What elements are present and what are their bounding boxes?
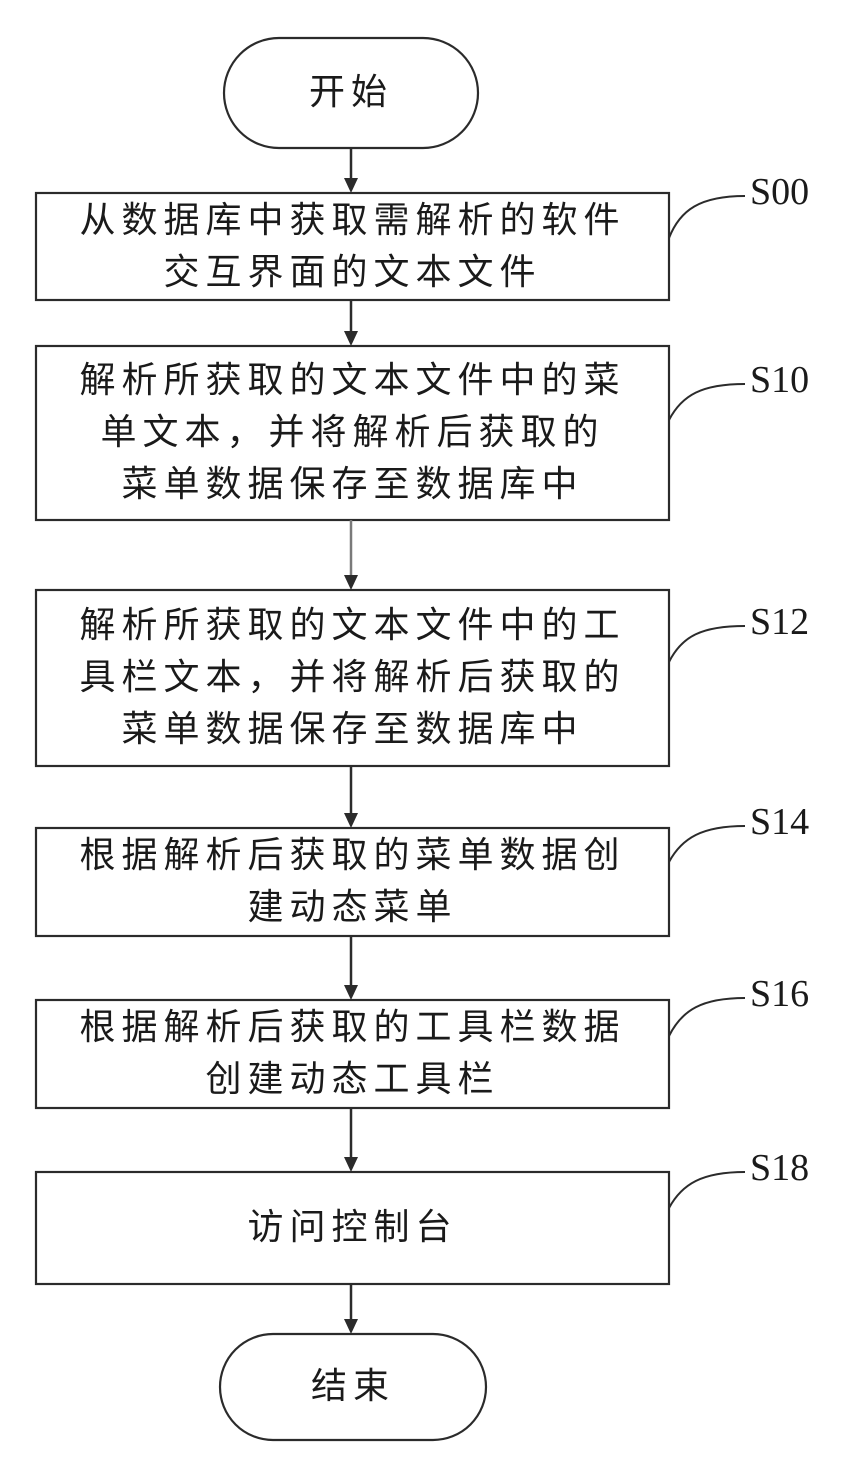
step-s16-box — [34, 998, 671, 1110]
step-s16: 根据解析后获取的工具栏数据 创建动态工具栏 — [36, 1000, 669, 1108]
step-s12-line-2: 具栏文本，并将解析后获取的 — [79, 657, 626, 698]
end-node: 结束 — [220, 1334, 486, 1440]
step-s10-line-3: 菜单数据保存至数据库中 — [121, 464, 584, 505]
step-label-s12: S12 — [750, 601, 810, 643]
step-s18-box — [34, 1170, 671, 1286]
arrow-s14-s16 — [344, 985, 358, 1000]
start-label: 开始 — [308, 72, 393, 113]
step-s14: 根据解析后获取的菜单数据创 建动态菜单 — [36, 828, 669, 936]
arrow-s18-end — [344, 1319, 358, 1334]
step-label-s16: S16 — [750, 973, 810, 1015]
arrow-s10-s12 — [344, 575, 358, 590]
step-s12-line-3: 菜单数据保存至数据库中 — [121, 709, 584, 750]
step-s00-line-1: 从数据库中获取需解析的软件 — [79, 199, 626, 241]
step-s16-line-1: 根据解析后获取的工具栏数据 — [79, 1007, 626, 1048]
leader-s16 — [668, 997, 746, 1037]
leader-s10 — [668, 383, 746, 421]
step-label-s10: S10 — [750, 359, 810, 401]
step-label-s18: S18 — [750, 1147, 810, 1189]
arrow-s16-s18 — [344, 1157, 358, 1172]
step-s00-line-2: 交互界面的文本文件 — [163, 251, 542, 293]
end-label: 结束 — [310, 1366, 395, 1407]
step-s14-line-1: 根据解析后获取的菜单数据创 — [79, 835, 626, 876]
end-terminal-shape — [218, 1332, 488, 1442]
step-s12-box — [34, 588, 671, 768]
leader-s12 — [668, 625, 746, 663]
step-label-s00: S00 — [750, 171, 810, 213]
step-s14-line-2: 建动态菜单 — [247, 887, 458, 928]
step-s18-line-1: 访问控制台 — [247, 1207, 458, 1248]
step-label-s14: S14 — [750, 801, 810, 843]
leader-s00 — [668, 195, 746, 239]
step-s12: 解析所获取的文本文件中的工 具栏文本，并将解析后获取的 菜单数据保存至数据库中 — [36, 590, 669, 766]
arrow-start-s00 — [344, 178, 358, 193]
step-s16-line-2: 创建动态工具栏 — [205, 1059, 500, 1100]
leader-s18 — [668, 1171, 746, 1209]
step-s14-box — [34, 826, 671, 938]
step-s00-box — [34, 191, 671, 302]
step-s10-line-1: 解析所获取的文本文件中的菜 — [79, 360, 626, 401]
step-s18: 访问控制台 — [36, 1172, 669, 1284]
step-s10: 解析所获取的文本文件中的菜 单文本，并将解析后获取的 菜单数据保存至数据库中 — [36, 346, 669, 520]
start-node: 开始 — [224, 38, 478, 148]
step-s10-line-2: 单文本，并将解析后获取的 — [100, 412, 605, 453]
step-s12-line-1: 解析所获取的文本文件中的工 — [79, 605, 626, 646]
arrow-s00-s10 — [344, 331, 358, 346]
leader-s14 — [668, 825, 746, 863]
step-s00: 从数据库中获取需解析的软件 交互界面的文本文件 — [36, 193, 669, 300]
arrow-s12-s14 — [344, 813, 358, 828]
step-s10-box — [34, 344, 671, 522]
